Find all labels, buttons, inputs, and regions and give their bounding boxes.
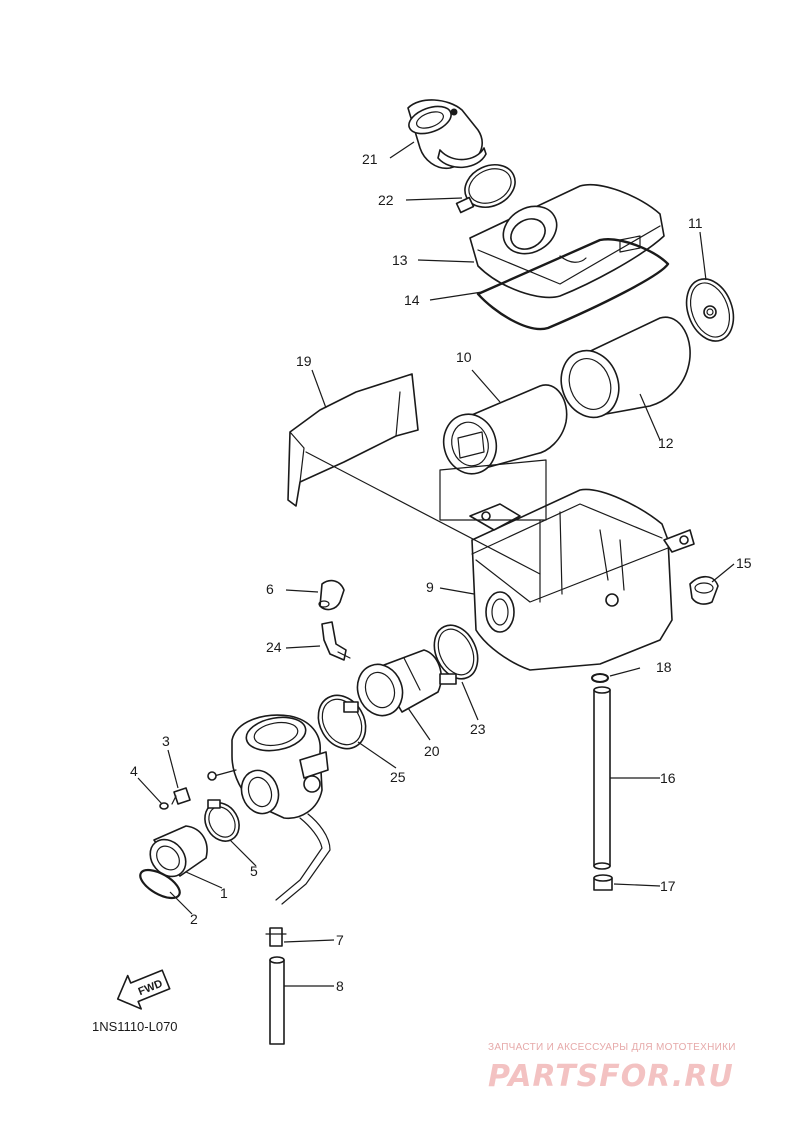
callout-16: 16 xyxy=(660,770,676,786)
callout-3: 3 xyxy=(162,733,170,749)
watermark-tagline: ЗАПЧАСТИ И АКСЕССУАРЫ ДЛЯ МОТОТЕХНИКИ xyxy=(488,1042,736,1053)
leader-lines xyxy=(137,141,735,987)
callout-21: 21 xyxy=(362,151,378,167)
callout-18: 18 xyxy=(656,659,672,675)
watermark: ЗАПЧАСТИ И АКСЕССУАРЫ ДЛЯ МОТОТЕХНИКИ PA… xyxy=(488,1042,736,1094)
part-22-clamp[interactable] xyxy=(455,157,522,215)
callout-7: 7 xyxy=(336,932,344,948)
callout-15: 15 xyxy=(736,555,752,571)
part-20-air-cleaner-joint[interactable] xyxy=(350,649,442,722)
callout-12: 12 xyxy=(658,435,674,451)
callout-19: 19 xyxy=(296,353,312,369)
watermark-brand: PARTSFOR.RU xyxy=(488,1059,734,1094)
part-12-outer-element[interactable] xyxy=(552,316,691,425)
alignment-lines xyxy=(305,451,547,575)
callout-10: 10 xyxy=(456,349,472,365)
carburetor-reference xyxy=(207,714,331,905)
part-5-clamp[interactable] xyxy=(198,797,246,848)
callout-labels: 21 22 13 14 11 10 12 19 9 15 6 24 20 23 … xyxy=(130,151,752,994)
callout-17: 17 xyxy=(660,878,676,894)
part-16-check-hose[interactable] xyxy=(593,686,611,870)
part-7-drain-fitting[interactable] xyxy=(265,927,287,947)
part-1-joint[interactable] xyxy=(143,825,208,884)
part-13-air-cleaner-cover[interactable] xyxy=(469,184,665,299)
part-8-drain-hose[interactable] xyxy=(269,956,285,1045)
part-6-hose-fitting[interactable] xyxy=(318,579,345,611)
callout-2: 2 xyxy=(190,911,198,927)
callout-24: 24 xyxy=(266,639,282,655)
part-14-gasket[interactable] xyxy=(476,238,670,331)
part-11-cap[interactable] xyxy=(678,272,741,347)
callout-9: 9 xyxy=(426,579,434,595)
callout-11: 11 xyxy=(688,215,703,231)
part-2-o-ring[interactable] xyxy=(136,864,184,903)
part-9-air-cleaner-case[interactable] xyxy=(469,488,695,671)
diagram-code: 1NS1110-L070 xyxy=(92,1019,178,1034)
part-18-clip[interactable] xyxy=(591,673,609,683)
part-21-intake-duct[interactable] xyxy=(405,99,487,170)
part-23-clamp[interactable] xyxy=(426,618,486,686)
part-24-breather-joint[interactable] xyxy=(321,621,351,661)
part-10-inner-element[interactable] xyxy=(437,384,568,480)
part-15-grommet[interactable] xyxy=(689,575,719,605)
part-4-washer[interactable] xyxy=(159,802,169,810)
callout-5: 5 xyxy=(250,863,258,879)
fwd-arrow: FWD xyxy=(116,969,171,1010)
part-3-screw[interactable] xyxy=(171,787,191,805)
part-17-plug[interactable] xyxy=(593,874,613,891)
callout-25: 25 xyxy=(390,769,406,785)
callout-23: 23 xyxy=(470,721,486,737)
part-25-clamp[interactable] xyxy=(309,687,375,757)
callout-4: 4 xyxy=(130,763,138,779)
callout-20: 20 xyxy=(424,743,440,759)
part-19-heat-shield[interactable] xyxy=(287,373,419,507)
callout-22: 22 xyxy=(378,192,394,208)
callout-14: 14 xyxy=(404,292,420,308)
callout-8: 8 xyxy=(336,978,344,994)
callout-1: 1 xyxy=(220,885,228,901)
callout-6: 6 xyxy=(266,581,274,597)
callout-13: 13 xyxy=(392,252,408,268)
